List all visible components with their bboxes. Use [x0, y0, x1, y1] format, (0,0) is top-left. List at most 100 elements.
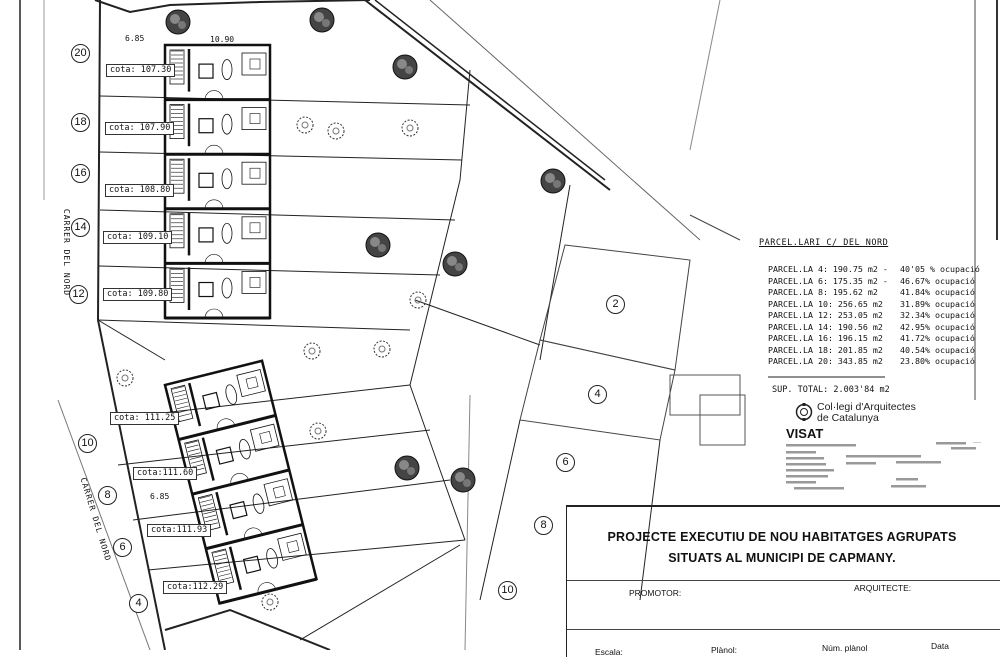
lot-line — [409, 69, 471, 386]
escala-label: Escala: — [595, 647, 623, 657]
data-label: Data — [931, 641, 949, 651]
arquitecte-label: ARQUITECTE: — [854, 583, 912, 593]
row-houses-north — [163, 43, 272, 320]
parcel-occupancy: 46.67% ocupació — [900, 275, 975, 286]
elevation-label: cota:112.29 — [163, 581, 228, 594]
stamp-fine-print — [786, 442, 981, 490]
lot-line — [97, 319, 166, 361]
lot-line — [299, 544, 461, 641]
elevation-label: cota: 108.80 — [105, 184, 175, 197]
parcel-row: PARCEL.LA 14: 190.56 m2 42.95% ocupació — [768, 322, 980, 334]
tree-icon — [309, 7, 335, 33]
house-unit — [170, 369, 277, 442]
parcel-occupancy: 41.84% ocupació — [900, 287, 975, 297]
parcel-row: PARCEL.LA 10: 256.65 m2 31.89% ocupació — [768, 299, 980, 311]
lot-line — [409, 384, 466, 541]
parcel-occupancy: 31.89% ocupació — [900, 298, 975, 309]
parcel-table-title: PARCEL.LARI C/ DEL NORD — [759, 238, 889, 248]
house-unit — [165, 103, 270, 156]
elevation-label: cota: 107.30 — [106, 64, 176, 77]
site-boundary — [164, 608, 331, 650]
tree-icon — [303, 342, 321, 360]
tree-icon — [261, 593, 279, 611]
house-unit — [165, 49, 270, 102]
parcel-occupancy: 40.54% ocupació — [900, 344, 975, 355]
tree-icon — [116, 369, 134, 387]
lot-number-10: 10 — [78, 434, 97, 453]
lot-line — [639, 439, 661, 601]
dimension-label: 6.85 — [125, 34, 145, 43]
tree-icon — [394, 455, 420, 481]
lot-number-e10: 10 — [498, 581, 517, 600]
parcel-total: SUP. TOTAL: 2.003'84 m2 — [772, 385, 890, 395]
dimension-label: 10.90 — [210, 35, 235, 44]
tree-icon — [165, 9, 191, 35]
tree-icon — [540, 168, 566, 194]
lot-number-4: 4 — [129, 594, 148, 613]
lot-line — [479, 419, 521, 601]
lot-line — [147, 539, 466, 571]
parcel-area: PARCEL.LA 6: 175.35 m2 - — [768, 275, 888, 286]
parcel-table: PARCEL.LA 4: 190.75 m2 - 40'05 % ocupació… — [768, 264, 980, 368]
tree-icon — [373, 340, 391, 358]
tree-icon — [392, 54, 418, 80]
tree-icon — [409, 291, 427, 309]
parcel-area: PARCEL.LA 12: 253.05 m2 — [768, 310, 883, 320]
lot-number-e2: 2 — [606, 295, 625, 314]
parcel-occupancy: 23.80% ocupació — [900, 356, 975, 366]
lot-line — [99, 151, 463, 161]
lot-number-20: 20 — [71, 44, 90, 63]
lot-number-e4: 4 — [588, 385, 607, 404]
house-unit — [165, 212, 270, 265]
parcel-occupancy: 40'05 % ocupació — [900, 264, 980, 274]
lot-line — [97, 319, 411, 331]
lot-number-8: 8 — [98, 486, 117, 505]
parcel-row: PARCEL.LA 6: 175.35 m2 - 46.67% ocupació — [768, 276, 980, 288]
house-unit — [197, 478, 304, 551]
street-label: CARRER DEL NORD — [62, 208, 72, 297]
tree-icon — [401, 119, 419, 137]
lot-line — [99, 209, 456, 221]
row-houses-south — [163, 359, 318, 605]
elevation-label: cota:111.93 — [147, 524, 212, 537]
parcel-area: PARCEL.LA 16: 196.15 m2 — [768, 333, 883, 343]
lot-line — [414, 299, 541, 346]
lot-number-12: 12 — [69, 285, 88, 304]
parcel-area: PARCEL.LA 4: 190.75 m2 - — [768, 264, 888, 274]
tree-icon — [296, 116, 314, 134]
parcel-area: PARCEL.LA 14: 190.56 m2 — [768, 321, 883, 332]
parcel-row: PARCEL.LA 18: 201.85 m2 40.54% ocupació — [768, 345, 980, 357]
coac-logo-icon — [795, 403, 813, 421]
promotor-label: PROMOTOR: — [629, 588, 682, 598]
house-unit — [184, 423, 290, 496]
road-edge — [689, 0, 721, 151]
parcel-area: PARCEL.LA 8: 195.62 m2 — [768, 287, 878, 297]
visat-label: VISAT — [786, 426, 824, 441]
house-unit — [165, 267, 270, 320]
lot-number-16: 16 — [71, 164, 90, 183]
lot-line — [539, 184, 571, 361]
lot-number-18: 18 — [71, 113, 90, 132]
lot-number-e6: 6 — [556, 453, 575, 472]
table-arrow — [689, 214, 741, 241]
elevation-label: cota:111.60 — [133, 467, 198, 480]
parcel-area: PARCEL.LA 18: 201.85 m2 — [768, 344, 883, 355]
road-edge — [429, 0, 701, 241]
site-boundary — [94, 0, 371, 14]
house-unit — [165, 158, 270, 211]
lot-line — [99, 95, 471, 106]
parcel-row: PARCEL.LA 4: 190.75 m2 - 40'05 % ocupació — [768, 264, 980, 276]
parcel-area: PARCEL.LA 20: 343.85 m2 — [768, 356, 883, 366]
tree-icon — [450, 467, 476, 493]
elevation-label: cota: 109.80 — [103, 288, 173, 301]
tree-icon — [327, 122, 345, 140]
lot-line — [464, 394, 471, 650]
parcel-row: PARCEL.LA 20: 343.85 m2 23.80% ocupació — [768, 356, 980, 368]
road-edge — [364, 0, 611, 191]
parcel-occupancy: 42.95% ocupació — [900, 321, 975, 332]
parcel-area: PARCEL.LA 10: 256.65 m2 — [768, 298, 883, 309]
title-block: PROJECTE EXECUTIU DE NOU HABITATGES AGRU… — [566, 505, 1000, 657]
num-planol-label: Núm. plànol — [822, 643, 868, 653]
